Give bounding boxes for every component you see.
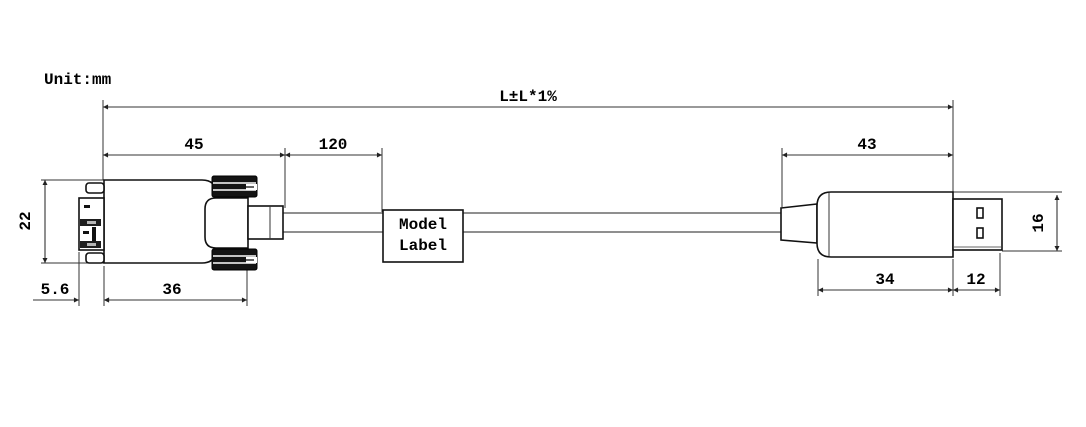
model-label-box: Model Label (382, 209, 464, 263)
dim-left-body-length: 36 (162, 281, 181, 299)
dim-usb-plug-height: 16 (1030, 213, 1048, 232)
db9-hood-tail (204, 197, 249, 249)
db9-thumbscrew-top (211, 175, 258, 198)
db9-body (103, 179, 217, 264)
dim-left-connector-length: 45 (184, 136, 203, 154)
db9-connector (78, 175, 284, 271)
dim-overall-length: L±L*1% (499, 88, 557, 106)
usb-connector (780, 191, 1003, 258)
db9-strain-relief (247, 205, 284, 240)
db9-thumbscrew-bottom (211, 248, 258, 271)
db9-face-pins (80, 205, 101, 248)
usb-contact-window-top (976, 207, 984, 219)
cable (283, 212, 781, 233)
dim-mating-face-depth: 5.6 (41, 281, 70, 299)
dim-usb-plug-length: 12 (966, 271, 985, 289)
unit-label: Unit:mm (44, 71, 112, 89)
usb-plug-shell (952, 198, 1003, 251)
db9-screw-boss-bottom (85, 252, 105, 264)
usb-body (816, 191, 954, 258)
usb-contact-window-bottom (976, 227, 984, 239)
dim-right-connector-length: 43 (857, 136, 876, 154)
usb-strain-relief (780, 203, 818, 244)
dim-left-connector-height: 22 (17, 211, 35, 230)
model-label-line1: Model (399, 216, 447, 234)
model-label-line2: Label (399, 237, 447, 255)
dimension-lines (33, 104, 1060, 303)
dim-cable-to-label: 120 (319, 136, 348, 154)
dim-usb-body-length: 34 (875, 271, 895, 289)
db9-screw-boss-top (85, 182, 105, 194)
